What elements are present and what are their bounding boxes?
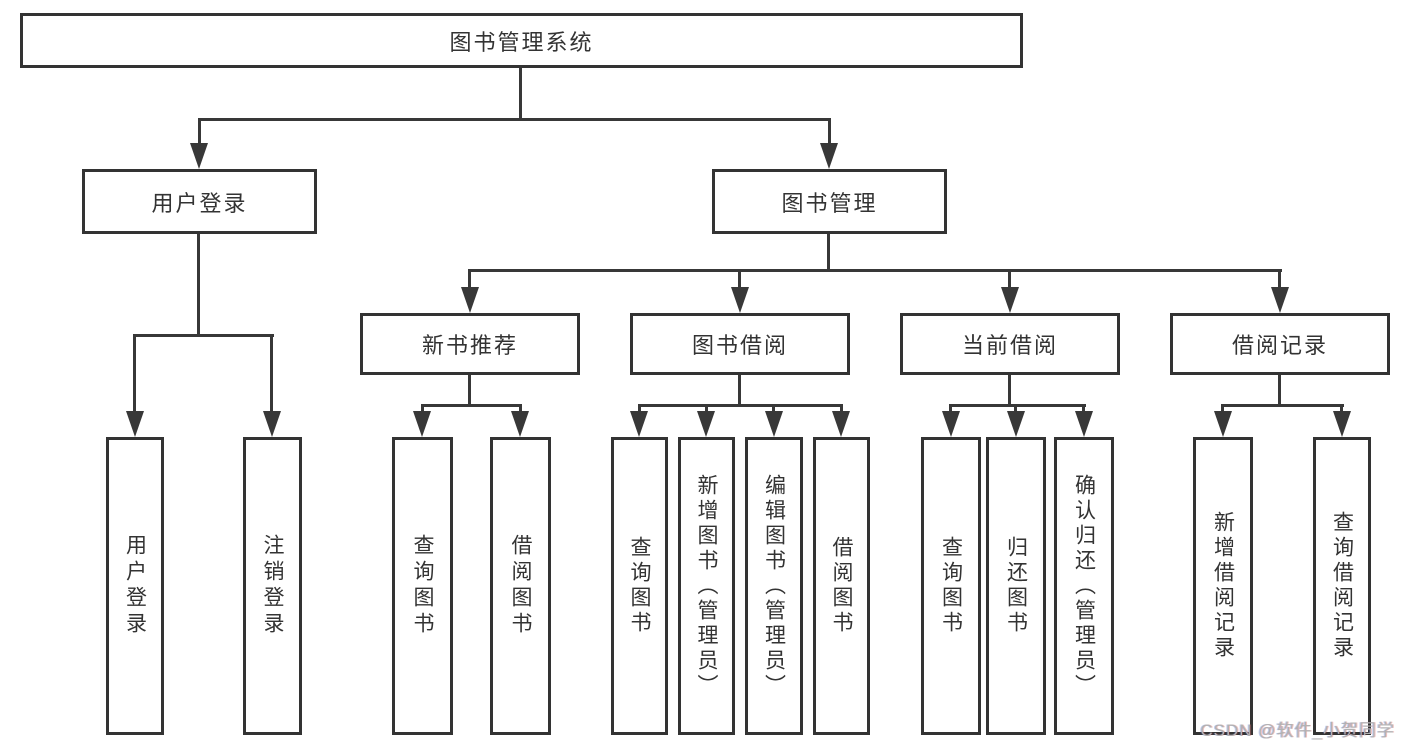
leaf-logout-label: 注销登录 bbox=[261, 534, 284, 638]
node-user-login-label: 用户登录 bbox=[151, 190, 248, 216]
arrow-down-icon bbox=[832, 411, 850, 437]
node-new-book-recommend-label: 新书推荐 bbox=[421, 333, 518, 358]
connector-line bbox=[469, 269, 1282, 272]
connector-line bbox=[519, 404, 522, 414]
connector-line bbox=[1221, 404, 1344, 407]
arrow-down-icon bbox=[942, 411, 960, 437]
connector-line bbox=[772, 404, 775, 414]
arrow-down-icon bbox=[190, 143, 208, 169]
leaf-borrow-books: 借阅图书 bbox=[813, 437, 870, 735]
connector-line bbox=[705, 404, 708, 414]
arrow-down-icon bbox=[1214, 411, 1232, 437]
connector-line bbox=[1082, 404, 1085, 414]
node-current-borrow: 当前借阅 bbox=[900, 313, 1120, 375]
connector-line bbox=[949, 404, 952, 414]
leaf-add-borrow-record-label: 新增借阅记录 bbox=[1211, 511, 1235, 661]
arrow-down-icon bbox=[126, 411, 144, 437]
arrow-down-icon bbox=[630, 411, 648, 437]
arrow-down-icon bbox=[413, 411, 431, 437]
node-book-management: 图书管理 bbox=[712, 169, 947, 234]
leaf-query-books-current-label: 查询图书 bbox=[939, 536, 963, 636]
node-root-label: 图书管理系统 bbox=[449, 29, 594, 55]
connector-line bbox=[198, 118, 201, 148]
leaf-query-books-borrow: 查询图书 bbox=[611, 437, 668, 735]
arrow-down-icon bbox=[511, 411, 529, 437]
leaf-confirm-return-admin-label: 确认归还（管理员） bbox=[1072, 473, 1096, 699]
connector-line bbox=[828, 118, 831, 148]
node-book-borrow: 图书借阅 bbox=[630, 313, 850, 375]
csdn-watermark: CSDN @软件_小贺同学 bbox=[1200, 721, 1395, 740]
connector-line bbox=[738, 269, 741, 293]
arrow-down-icon bbox=[697, 411, 715, 437]
arrow-down-icon bbox=[731, 287, 749, 313]
connector-line bbox=[738, 373, 741, 407]
connector-line bbox=[134, 334, 274, 337]
leaf-borrow-books-recommend: 借阅图书 bbox=[490, 437, 551, 735]
leaf-return-books-label: 归还图书 bbox=[1004, 536, 1028, 636]
connector-line bbox=[949, 404, 1086, 407]
connector-line bbox=[198, 118, 831, 121]
leaf-query-borrow-record: 查询借阅记录 bbox=[1313, 437, 1371, 735]
connector-line bbox=[840, 404, 843, 414]
connector-line bbox=[1008, 269, 1011, 293]
arrow-down-icon bbox=[1333, 411, 1351, 437]
leaf-borrow-books-recommend-label: 借阅图书 bbox=[509, 534, 532, 638]
connector-line bbox=[519, 66, 522, 120]
leaf-user-login-label: 用户登录 bbox=[123, 534, 147, 638]
connector-line bbox=[468, 373, 471, 407]
leaf-query-borrow-record-label: 查询借阅记录 bbox=[1330, 511, 1354, 661]
leaf-add-borrow-record: 新增借阅记录 bbox=[1193, 437, 1253, 735]
arrow-down-icon bbox=[820, 143, 838, 169]
leaf-return-books: 归还图书 bbox=[986, 437, 1046, 735]
leaf-borrow-books-label: 借阅图书 bbox=[830, 536, 853, 636]
connector-line bbox=[133, 334, 136, 416]
arrow-down-icon bbox=[1271, 287, 1289, 313]
node-user-login: 用户登录 bbox=[82, 169, 317, 234]
connector-line bbox=[421, 404, 522, 407]
leaf-user-login: 用户登录 bbox=[106, 437, 164, 735]
connector-line bbox=[421, 404, 424, 414]
leaf-confirm-return-admin: 确认归还（管理员） bbox=[1054, 437, 1114, 735]
arrow-down-icon bbox=[765, 411, 783, 437]
leaf-edit-books-admin: 编辑图书（管理员） bbox=[745, 437, 803, 735]
connector-line bbox=[827, 232, 830, 272]
leaf-logout: 注销登录 bbox=[243, 437, 302, 735]
node-new-book-recommend: 新书推荐 bbox=[360, 313, 580, 375]
connector-line bbox=[1221, 404, 1224, 414]
connector-line bbox=[638, 404, 641, 414]
node-book-management-label: 图书管理 bbox=[781, 190, 878, 216]
leaf-query-books-borrow-label: 查询图书 bbox=[628, 536, 651, 636]
node-current-borrow-label: 当前借阅 bbox=[961, 333, 1058, 358]
arrow-down-icon bbox=[263, 411, 281, 437]
leaf-query-books-current: 查询图书 bbox=[921, 437, 981, 735]
connector-line bbox=[468, 269, 471, 293]
leaf-edit-books-admin-label: 编辑图书（管理员） bbox=[762, 473, 786, 699]
connector-line bbox=[1278, 269, 1281, 293]
connector-line bbox=[1340, 404, 1343, 414]
arrow-down-icon bbox=[1075, 411, 1093, 437]
node-borrow-records: 借阅记录 bbox=[1170, 313, 1390, 375]
node-root-library-system: 图书管理系统 bbox=[20, 13, 1023, 68]
leaf-query-books-recommend-label: 查询图书 bbox=[411, 534, 434, 638]
connector-line bbox=[270, 334, 273, 416]
connector-line bbox=[1008, 373, 1011, 407]
arrow-down-icon bbox=[461, 287, 479, 313]
leaf-add-books-admin-label: 新增图书（管理员） bbox=[695, 473, 718, 699]
connector-line bbox=[197, 232, 200, 337]
connector-line bbox=[1278, 373, 1281, 407]
arrow-down-icon bbox=[1007, 411, 1025, 437]
leaf-add-books-admin: 新增图书（管理员） bbox=[678, 437, 735, 735]
connector-line bbox=[1014, 404, 1017, 414]
node-borrow-records-label: 借阅记录 bbox=[1231, 333, 1328, 358]
node-book-borrow-label: 图书借阅 bbox=[691, 333, 788, 358]
arrow-down-icon bbox=[1001, 287, 1019, 313]
leaf-query-books-recommend: 查询图书 bbox=[392, 437, 453, 735]
connector-line bbox=[638, 404, 843, 407]
